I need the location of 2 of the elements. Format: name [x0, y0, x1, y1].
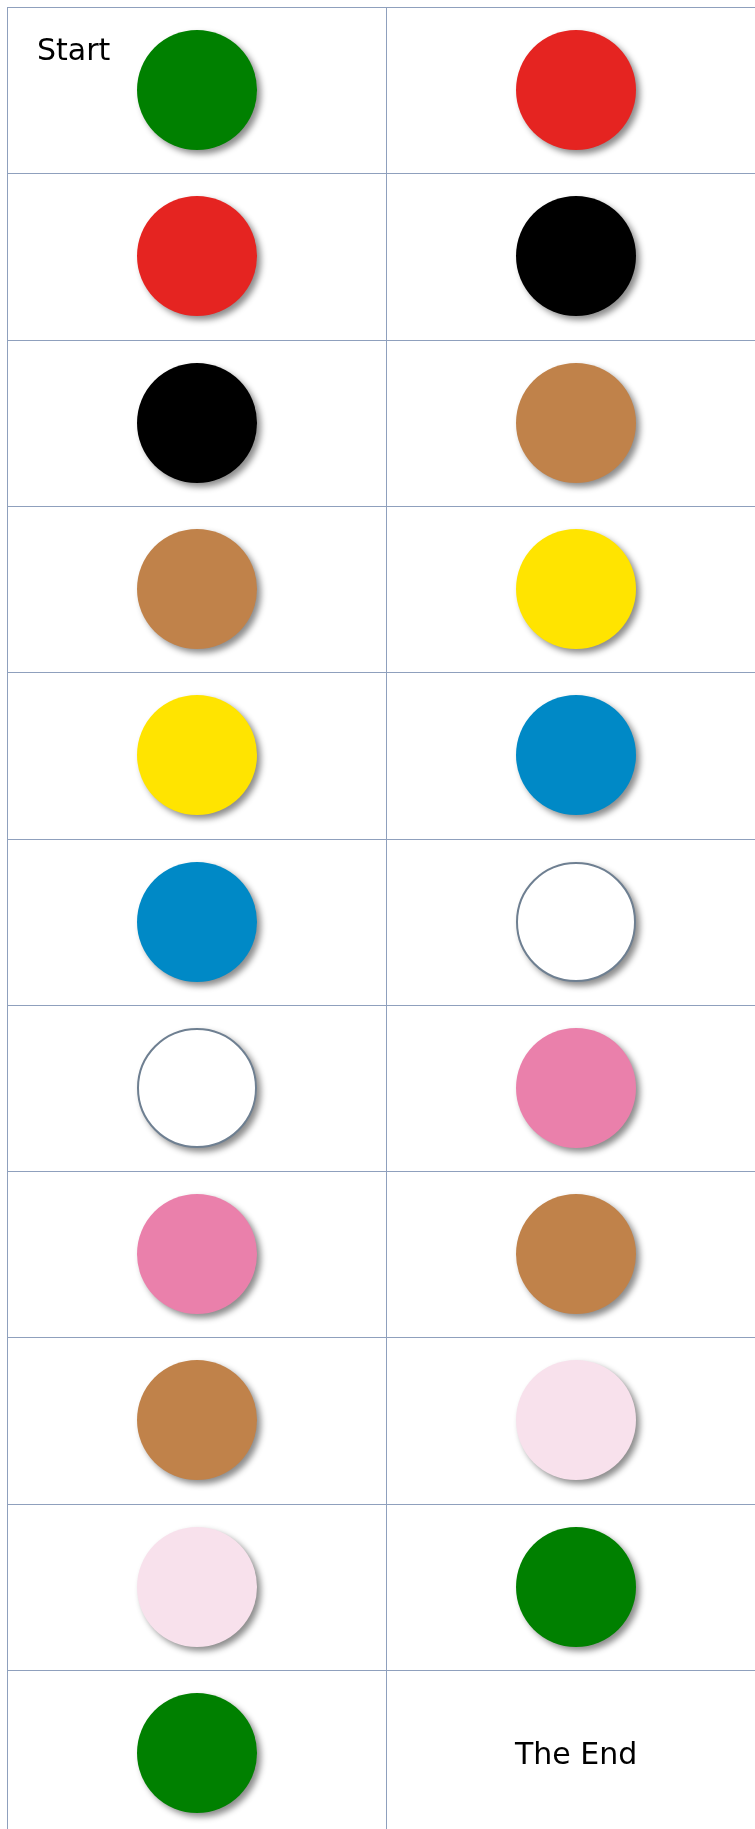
cell-text: The End: [515, 1735, 638, 1771]
cell-text: Start: [37, 32, 111, 67]
